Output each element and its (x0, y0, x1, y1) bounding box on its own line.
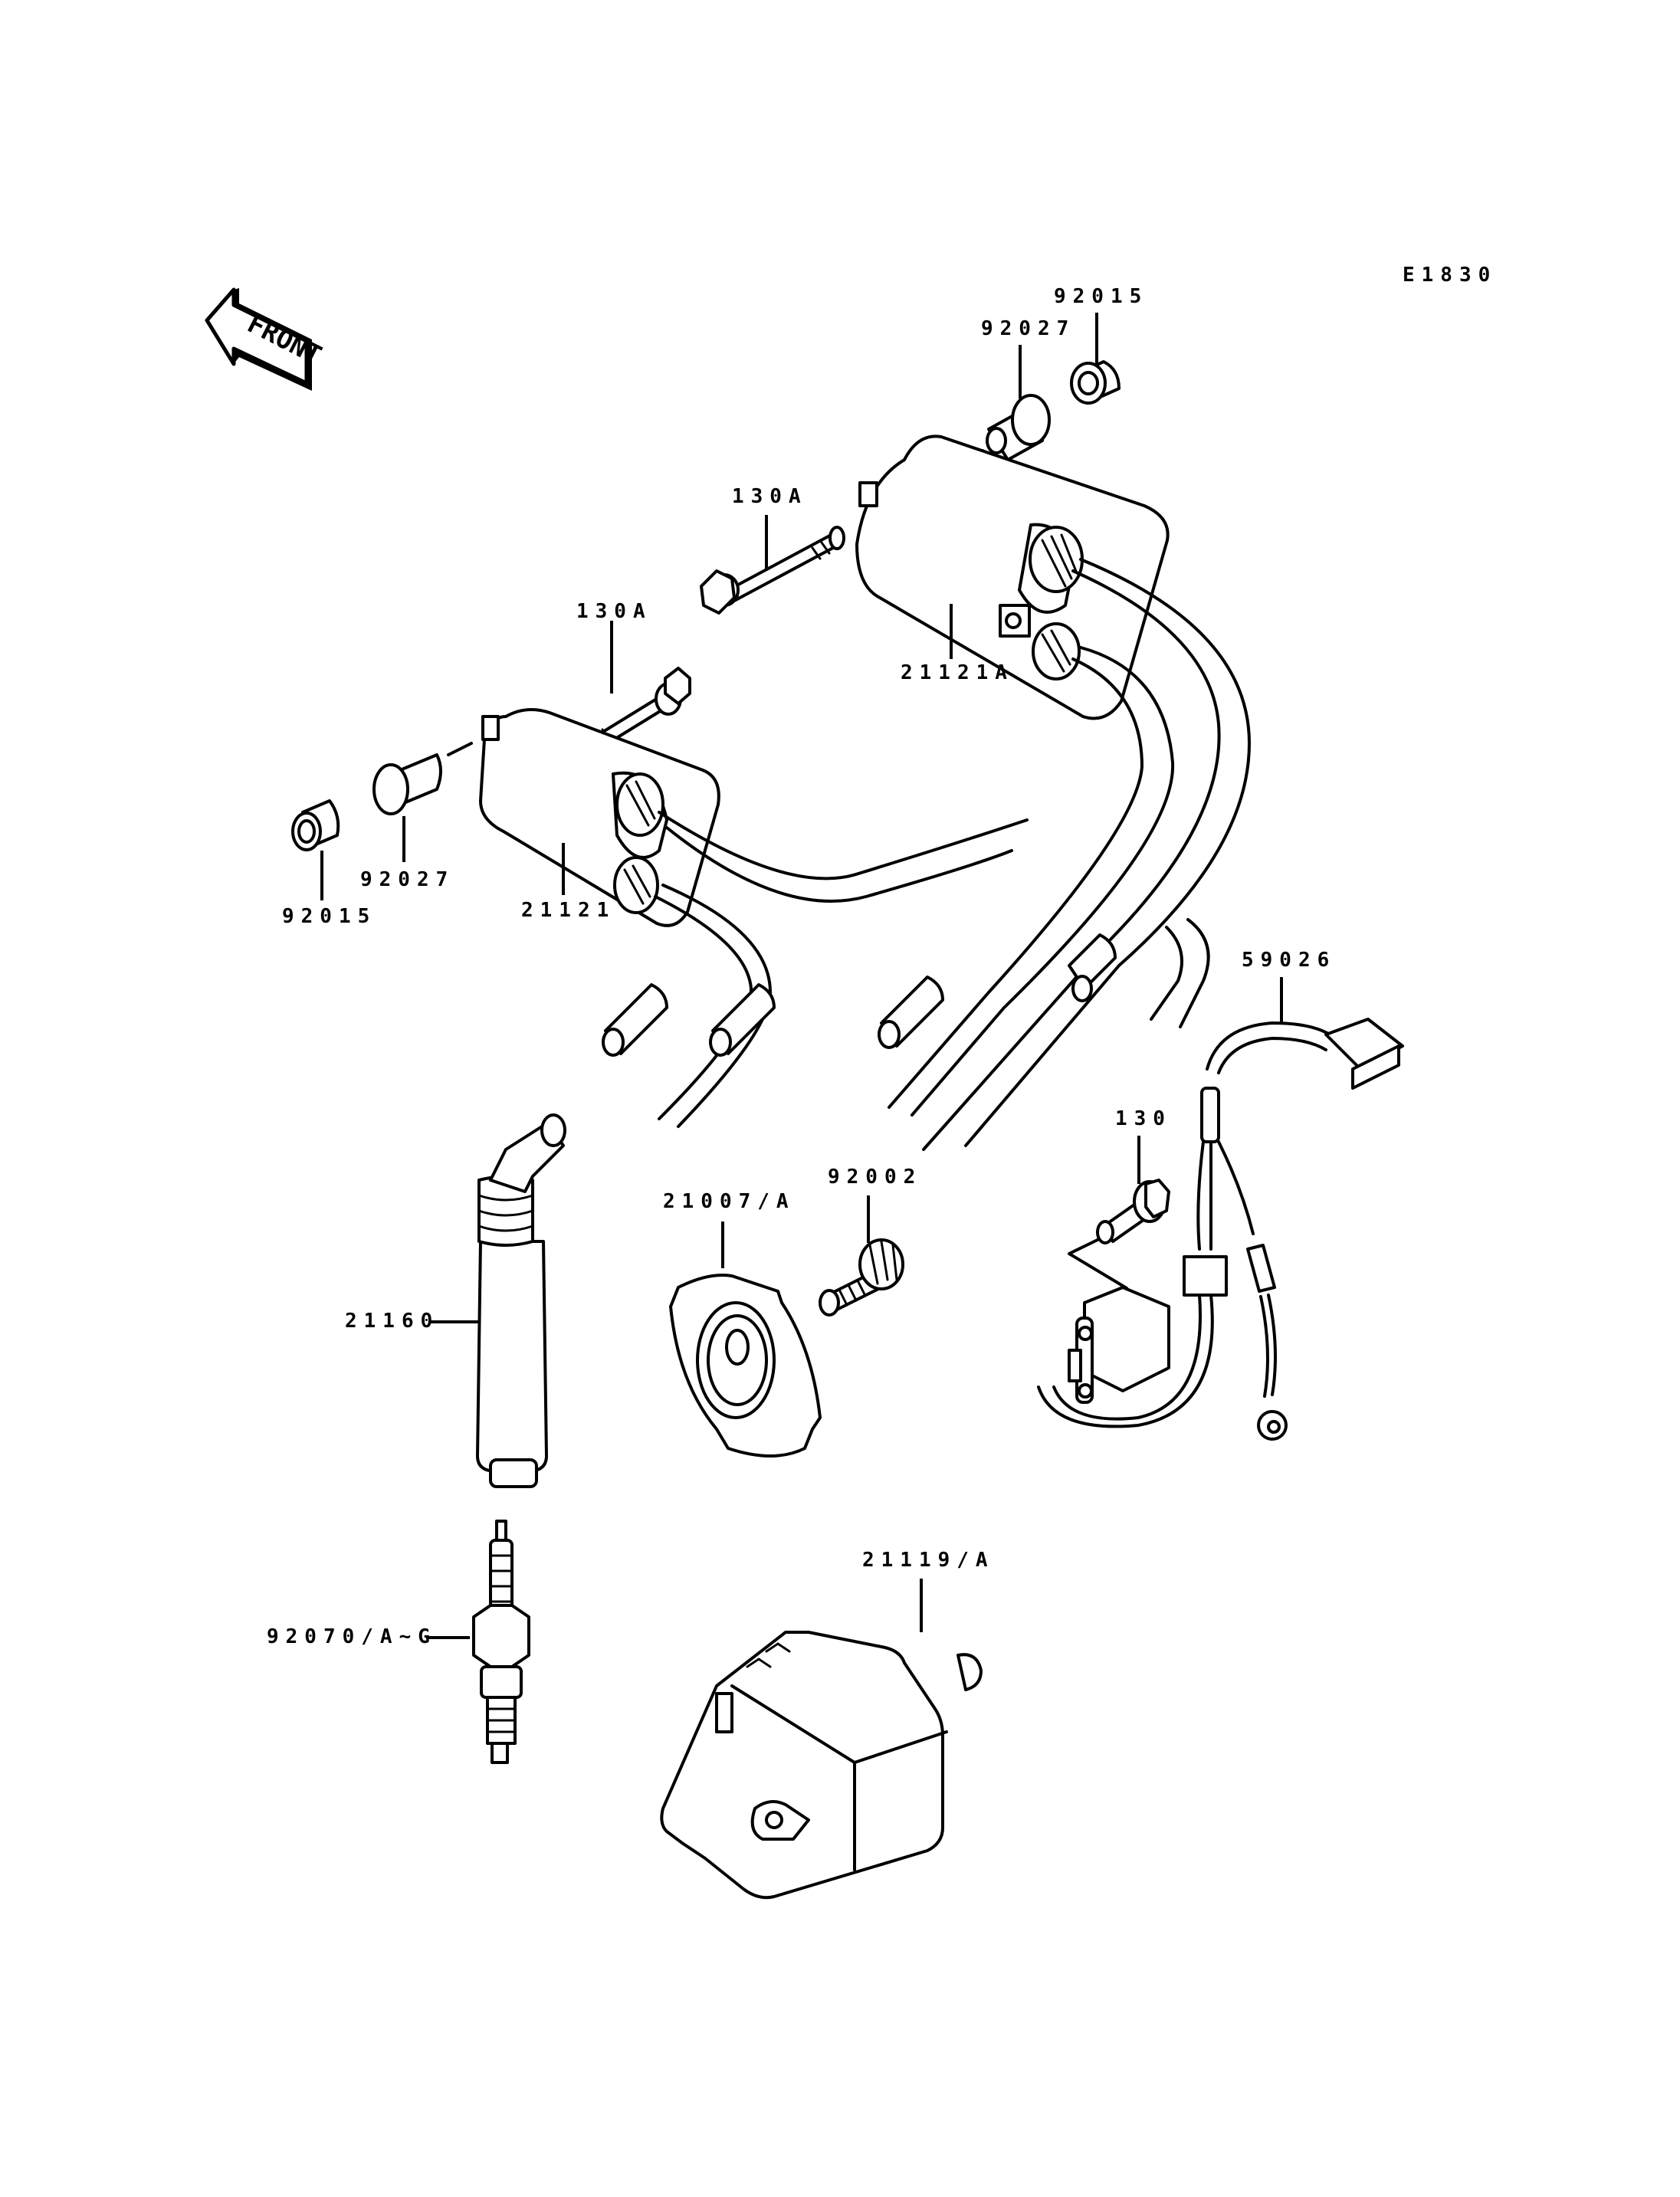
part-label-21121[interactable]: 21121 (521, 899, 616, 922)
part-label-92015-left[interactable]: 92015 (282, 905, 377, 928)
ignition-coil-21121A[interactable] (855, 434, 1170, 720)
part-label-130A-left[interactable]: 130A (576, 600, 652, 623)
wiring-harness-59026[interactable] (1037, 977, 1404, 1441)
part-label-92027-top[interactable]: 92027 (981, 317, 1076, 340)
cable-terminal-right (1068, 933, 1117, 1002)
collar-92015-left[interactable] (291, 799, 340, 900)
part-label-130A-top[interactable]: 130A (732, 485, 808, 508)
part-label-21119A[interactable]: 21119/A (862, 1549, 995, 1572)
igniter-21119A[interactable] (660, 1579, 983, 1900)
part-label-21160[interactable]: 21160 (345, 1310, 440, 1333)
part-label-92070[interactable]: 92070/A~G (267, 1625, 437, 1648)
diagram-code: E1830 (1403, 264, 1498, 287)
spark-plug-cap-21160[interactable] (429, 1113, 566, 1488)
sensor-module (1068, 1286, 1170, 1404)
grommet-92027-top[interactable] (956, 345, 1051, 465)
ignition-coil-21121[interactable] (479, 708, 720, 927)
cable-terminal-2 (709, 983, 776, 1057)
flanged-bolt-130A-top[interactable] (700, 515, 845, 615)
ht-lead-cables-lower (654, 811, 1029, 1128)
pickup-coil-21007A[interactable] (669, 1221, 822, 1458)
part-label-21007A[interactable]: 21007/A (663, 1190, 796, 1213)
bolt-92002[interactable] (819, 1195, 904, 1317)
part-label-92002[interactable]: 92002 (828, 1166, 923, 1189)
part-label-92015-top[interactable]: 92015 (1054, 285, 1149, 308)
cable-terminal-1 (602, 983, 668, 1057)
front-direction-arrow-icon: FRONT (205, 287, 326, 391)
ht-lead-cables-upper (888, 558, 1251, 1151)
flanged-bolt-130[interactable] (1068, 1136, 1170, 1303)
grommet-92027-left[interactable] (372, 742, 473, 862)
part-label-21121A[interactable]: 21121A (901, 661, 1014, 684)
part-label-130[interactable]: 130 (1115, 1107, 1172, 1130)
collar-92015-top[interactable] (1070, 313, 1121, 405)
part-label-59026[interactable]: 59026 (1242, 949, 1337, 972)
cable-terminal-3 (878, 976, 944, 1049)
part-label-92027-left[interactable]: 92027 (360, 868, 455, 891)
spark-plug-92070[interactable] (426, 1520, 530, 1764)
